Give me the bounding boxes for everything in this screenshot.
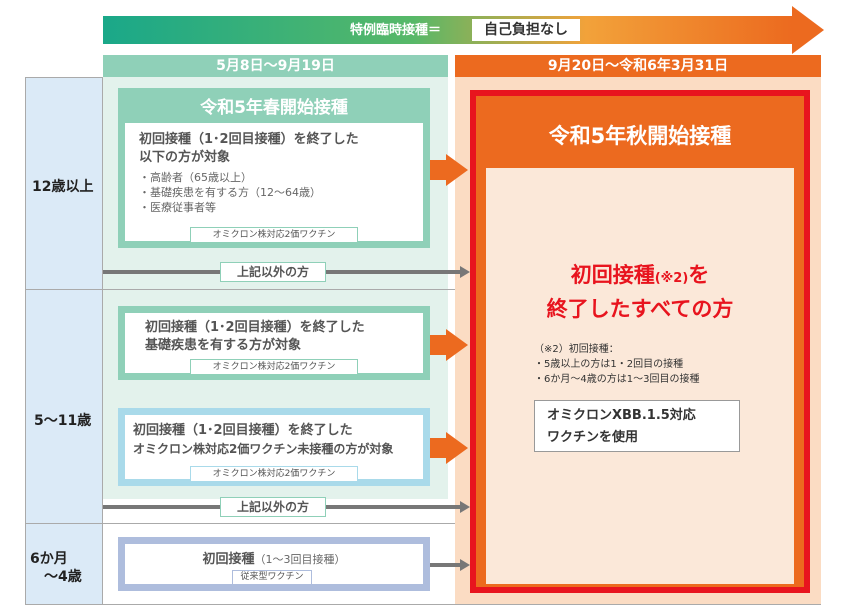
cost-banner-arrow-tip	[792, 6, 824, 54]
child-card2-line2: オミクロン株対応2価ワクチン未接種の方が対象	[133, 442, 394, 456]
conventional-vaccine-tag: 従来型ワクチン	[232, 570, 312, 585]
note-item: ・6か月～4歳の方は1～3回目の接種	[534, 374, 700, 385]
child-card2-line1: 初回接種（1･2回目接種）を終了した	[133, 423, 353, 438]
orange-arrow-tip	[446, 154, 468, 186]
note-item: ・5歳以上の方は1・2回目の接種	[534, 359, 684, 370]
autumn-target-line1: 初回接種(※2)を	[486, 260, 794, 294]
row-divider	[25, 289, 455, 290]
age-label-6m: 6か月	[30, 551, 68, 567]
infant-arrow-line	[430, 563, 460, 567]
infant-arrow-tip	[460, 559, 470, 571]
others-arrow-tip	[460, 501, 470, 513]
spring-card-title: 令和5年春開始接種	[125, 95, 423, 123]
autumn-inner-panel: 初回接種(※2)を 終了したすべての方 （※2）初回接種： ・5歳以上の方は1・…	[486, 168, 794, 584]
infant-card-title: 初回接種	[202, 552, 255, 567]
bivalent-vaccine-tag: オミクロン株対応2価ワクチン	[190, 227, 358, 243]
banner-label: 特例臨時接種＝	[350, 23, 442, 38]
age-column	[25, 77, 103, 605]
xbb-vaccine-line1: オミクロンXBB.1.5対応	[547, 408, 696, 423]
autumn-start-box: 令和5年秋開始接種 初回接種(※2)を 終了したすべての方 （※2）初回接種： …	[470, 90, 810, 593]
xbb-vaccine-box: オミクロンXBB.1.5対応 ワクチンを使用	[534, 400, 740, 452]
autumn-note-mark: (※2)	[654, 271, 689, 286]
cost-banner-arrow	[103, 16, 793, 44]
orange-arrow	[430, 438, 446, 458]
spring-card-item: ・高齢者（65歳以上）	[139, 171, 252, 184]
note-head: （※2）初回接種：	[534, 344, 619, 355]
others-label: 上記以外の方	[220, 497, 326, 517]
age-label-12plus: 12歳以上	[32, 179, 94, 195]
row-divider	[25, 523, 455, 524]
others-label: 上記以外の方	[220, 262, 326, 282]
row-divider	[25, 604, 821, 605]
orange-arrow-tip	[446, 329, 468, 361]
child-card1-line2: 基礎疾患を有する方が対象	[145, 338, 302, 353]
orange-arrow	[430, 160, 446, 180]
xbb-vaccine-line2: ワクチンを使用	[547, 430, 639, 445]
spring-card-item: ・医療従事者等	[139, 201, 216, 214]
orange-arrow-tip	[446, 432, 468, 464]
others-arrow-tip	[460, 266, 470, 278]
age-label-4y: ～4歳	[44, 569, 82, 585]
infant-card-title-sub: （1～3回目接種）	[254, 553, 346, 566]
bivalent-vaccine-tag: オミクロン株対応2価ワクチン	[190, 466, 358, 482]
child-card1-line1: 初回接種（1･2回目接種）を終了した	[145, 320, 365, 335]
autumn-target-line2: 終了したすべての方	[546, 297, 734, 321]
spring-card-line2: 以下の方が対象	[139, 150, 231, 165]
autumn-target-text: 初回接種	[570, 263, 655, 287]
orange-arrow	[430, 335, 446, 355]
autumn-target-text: を	[688, 263, 710, 287]
autumn-title: 令和5年秋開始接種	[548, 124, 732, 148]
spring-card-item: ・基礎疾患を有する方（12～64歳）	[139, 186, 321, 199]
age-label-5to11: 5～11歳	[34, 413, 92, 429]
spring-card-line1: 初回接種（1･2回目接種）を終了した	[139, 132, 359, 147]
spring-start-card: 令和5年春開始接種 初回接種（1･2回目接種）を終了した 以下の方が対象 ・高齢…	[118, 88, 430, 248]
autumn-period-header: 9月20日～令和6年3月31日	[455, 55, 821, 77]
bivalent-vaccine-tag: オミクロン株対応2価ワクチン	[190, 359, 358, 375]
no-cost-badge: 自己負担なし	[472, 19, 580, 41]
spring-period-header: 5月8日～9月19日	[103, 55, 448, 77]
